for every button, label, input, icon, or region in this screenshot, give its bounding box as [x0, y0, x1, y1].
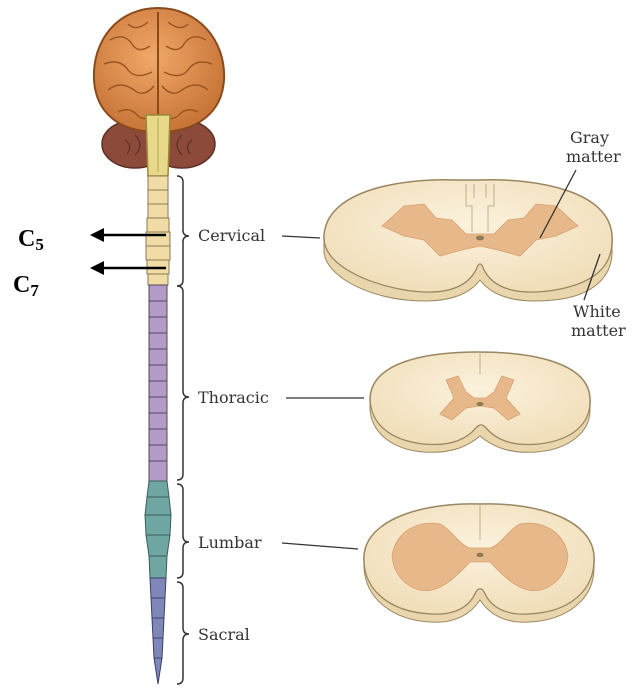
lumbar-cross-section — [364, 504, 594, 622]
c7-letter: C — [13, 272, 30, 298]
c5-subscript: 5 — [35, 235, 44, 254]
region-braces — [177, 176, 189, 684]
gray-matter-label-line2: matter — [566, 147, 621, 166]
lumbar-label: Lumbar — [198, 533, 262, 552]
svg-text:C7: C7 — [13, 272, 39, 300]
cervical-label: Cervical — [198, 226, 265, 245]
lumbar-segments — [145, 481, 171, 578]
spinal-cord — [145, 176, 171, 684]
c5-marker: C5 — [18, 226, 166, 254]
svg-text:C5: C5 — [18, 226, 44, 254]
thoracic-cross-section — [370, 352, 590, 452]
lumbar-leader — [282, 543, 358, 549]
gray-matter-label-line1: Gray — [570, 128, 609, 147]
sacral-segments — [150, 578, 166, 684]
c7-subscript: 7 — [30, 281, 39, 300]
c7-marker: C7 — [13, 261, 166, 300]
white-matter-label-line1: White — [573, 302, 621, 321]
thoracic-segments — [149, 285, 167, 481]
cervical-cross-section — [324, 180, 612, 301]
thoracic-label: Thoracic — [198, 388, 269, 407]
cervical-leader — [282, 236, 320, 238]
brain-illustration — [94, 8, 224, 176]
white-matter-label-line2: matter — [571, 321, 626, 340]
c5-letter: C — [18, 226, 35, 252]
sacral-label: Sacral — [198, 625, 250, 644]
